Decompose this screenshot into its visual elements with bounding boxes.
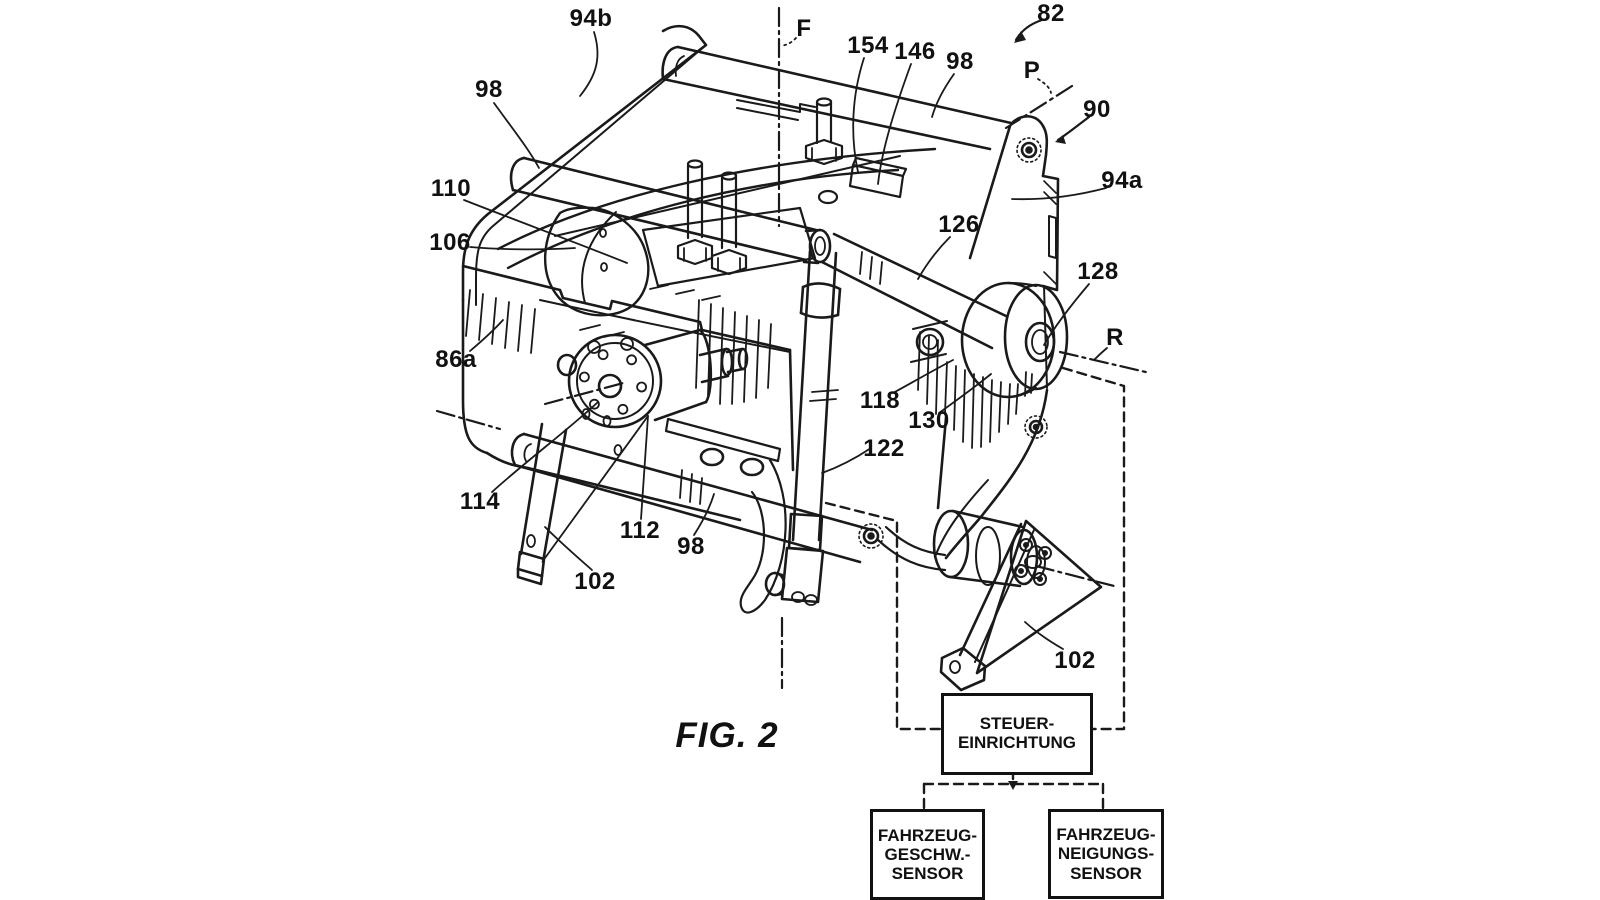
r-axis (1058, 350, 1152, 375)
right-plate (858, 115, 1060, 560)
leader-112 (640, 415, 649, 520)
tilt-sensor-box: FAHRZEUG- NEIGUNGS- SENSOR (1048, 809, 1164, 899)
motor (556, 328, 749, 429)
leader-106 (469, 246, 576, 251)
left-plate (461, 24, 708, 455)
bolt-rosette-top (1016, 137, 1042, 163)
leader-110 (463, 199, 628, 264)
wall-hatch (465, 289, 536, 354)
leader-122 (821, 447, 872, 474)
mid-rail (509, 156, 818, 262)
leader-94b (579, 31, 599, 97)
bolt-rosette-low (858, 523, 884, 549)
leader-114 (491, 401, 599, 493)
swash-ring (496, 147, 937, 353)
leader-98-bottom (693, 493, 715, 536)
lower-roller-assembly (876, 509, 1103, 692)
leader-130 (938, 373, 992, 414)
leader-86a (469, 319, 504, 352)
arm-hatch (859, 251, 883, 285)
leader-118 (892, 359, 954, 394)
pulley (917, 281, 1069, 449)
cam-dome (544, 206, 650, 317)
p-axis (1004, 84, 1074, 130)
leader-126 (917, 236, 951, 280)
left-leg (516, 422, 568, 586)
arrowhead-90 (1055, 135, 1066, 144)
leader-p-connector (1037, 78, 1052, 94)
leader-98-top-left (493, 102, 540, 169)
top-rail (661, 45, 1013, 151)
leader-98-top-right (931, 73, 955, 118)
leader-r-connector (1093, 347, 1108, 361)
pulley-shading (917, 331, 1033, 449)
speed-sensor-box: FAHRZEUG- GESCHW.- SENSOR (870, 809, 985, 900)
controller-box: STEUER- EINRICHTUNG (941, 693, 1093, 775)
flange-holes (579, 349, 647, 415)
leader-94a (1011, 187, 1107, 201)
bolt-rosette-mid (1024, 415, 1048, 439)
roller-axis-left (435, 409, 502, 431)
leader-154 (852, 57, 865, 173)
leader-146 (877, 63, 912, 185)
arm (820, 232, 1008, 350)
axis-lines-right (1034, 350, 1152, 589)
roller-axis-right (1034, 564, 1120, 589)
arrowhead-82 (1014, 31, 1026, 43)
leader-128 (1043, 283, 1090, 346)
leader-f-connector (780, 37, 797, 47)
leader-112-fork (544, 415, 649, 559)
leader-102-right (1024, 621, 1064, 650)
junction-arrow (1008, 781, 1018, 790)
leader-102-left (544, 526, 593, 571)
triangle-bolts (1014, 538, 1052, 586)
bottom-rail (510, 432, 874, 564)
housing-hatch-bottom (679, 469, 703, 505)
figure-caption: FIG. 2 (675, 716, 779, 755)
motor-axis (543, 380, 629, 406)
actuator-rod (764, 228, 842, 606)
